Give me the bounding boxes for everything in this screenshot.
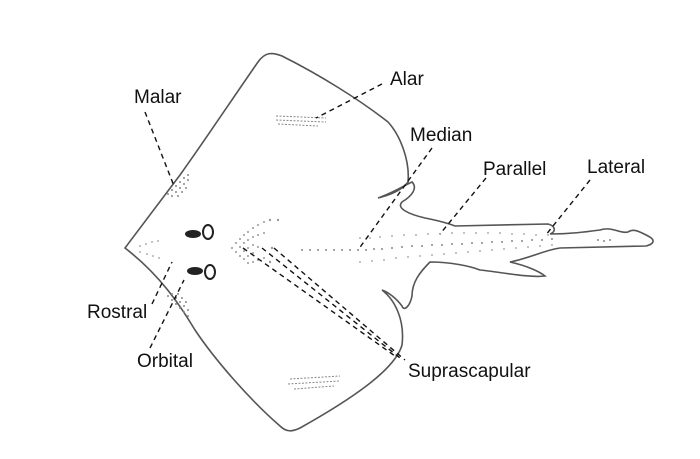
leader-suprascapular-3 — [273, 247, 406, 361]
label-parallel: Parallel — [483, 159, 547, 180]
malar-thorns-lower — [167, 293, 189, 317]
leader-parallel — [439, 177, 487, 235]
suprascapular-thorns — [231, 218, 280, 264]
leader-orbital — [149, 279, 185, 349]
body-outline — [123, 52, 654, 432]
leader-lines — [144, 83, 591, 361]
leader-median — [357, 147, 433, 251]
label-orbital: Orbital — [137, 351, 193, 372]
malar-thorns-upper — [167, 174, 189, 197]
alar-thorns-upper — [275, 115, 327, 127]
leader-alar — [315, 83, 383, 119]
median-thorns — [301, 238, 553, 251]
eye-upper — [185, 224, 214, 240]
rostral-thorns — [139, 240, 160, 259]
leader-suprascapular-2 — [261, 247, 401, 359]
leader-rostral — [151, 261, 173, 305]
label-alar: Alar — [390, 69, 424, 90]
leader-suprascapular-1 — [242, 247, 396, 357]
eye-lower — [187, 264, 216, 280]
leader-malar — [144, 111, 175, 187]
label-rostral: Rostral — [87, 302, 148, 323]
label-lateral: Lateral — [587, 157, 646, 178]
label-suprascapular: Suprascapular — [408, 361, 531, 382]
label-malar: Malar — [134, 87, 182, 108]
lateral-thorns — [597, 239, 611, 242]
alar-thorns-lower — [287, 375, 341, 390]
parallel-thorns — [359, 232, 553, 263]
label-median: Median — [410, 125, 473, 146]
leader-lateral — [544, 179, 591, 237]
